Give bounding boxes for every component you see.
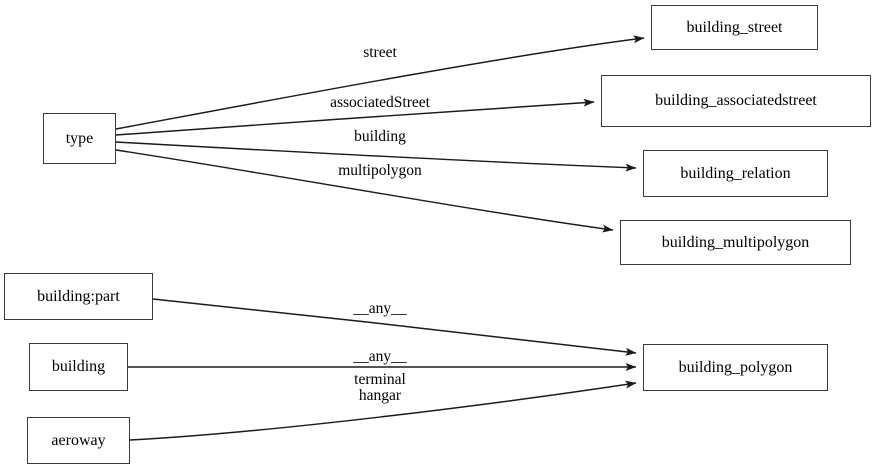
edge-type-to-building_street bbox=[115, 35, 645, 130]
edge-aeroway-to-building_polygon bbox=[129, 380, 637, 441]
edge-label-building-to-building_polygon: __any__ bbox=[353, 348, 407, 365]
node-building[interactable]: building bbox=[29, 343, 128, 391]
edge-type-to-building_associatedstreet bbox=[115, 98, 595, 136]
node-building_part[interactable]: building:part bbox=[4, 273, 153, 320]
edge-building_part-to-building_polygon bbox=[152, 298, 637, 356]
edge-type-to-building_multipolygon bbox=[115, 149, 614, 233]
node-building_associatedstreet[interactable]: building_associatedstreet bbox=[601, 75, 871, 127]
node-building_relation[interactable]: building_relation bbox=[643, 150, 828, 197]
edge-label-line: hangar bbox=[358, 387, 402, 405]
edge-label-line: terminal bbox=[354, 371, 406, 388]
edge-label-type-to-building_multipolygon: multipolygon bbox=[338, 162, 422, 179]
edge-label-type-to-building_relation: building bbox=[354, 128, 406, 145]
node-aeroway[interactable]: aeroway bbox=[27, 417, 130, 464]
node-building_multipolygon[interactable]: building_multipolygon bbox=[620, 220, 851, 265]
node-type[interactable]: type bbox=[43, 113, 116, 164]
node-building_polygon[interactable]: building_polygon bbox=[643, 344, 828, 391]
node-building_street[interactable]: building_street bbox=[651, 5, 818, 50]
edge-label-type-to-building_street: street bbox=[363, 44, 397, 61]
edge-type-to-building_relation bbox=[115, 141, 637, 172]
edge-label-type-to-building_associatedstreet: associatedStreet bbox=[330, 94, 430, 111]
edge-label-building_part-to-building_polygon: __any__ bbox=[353, 300, 407, 317]
